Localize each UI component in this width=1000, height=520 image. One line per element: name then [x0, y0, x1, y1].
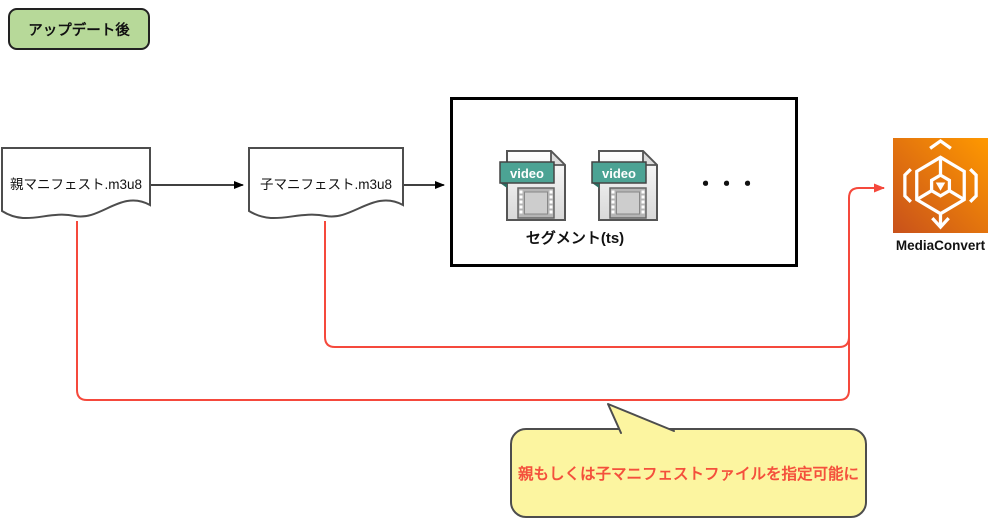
red-line-parent-to-mediaconvert	[76, 183, 885, 401]
mediaconvert-node: MediaConvert	[893, 138, 988, 253]
segments-box: video video	[450, 97, 798, 267]
video-banner	[591, 161, 647, 184]
parent-manifest-label: 親マニフェスト.m3u8	[10, 177, 142, 192]
callout-text: 親もしくは子マニフェストファイルを指定可能に	[517, 466, 859, 483]
update-badge: アップデート後	[8, 8, 150, 50]
update-badge-label: アップデート後	[28, 22, 130, 39]
document-shape	[248, 147, 404, 220]
video-file-icon: video	[499, 150, 566, 221]
child-manifest-node: 子マニフェスト.m3u8	[248, 147, 404, 220]
parent-manifest-node: 親マニフェスト.m3u8	[1, 147, 151, 220]
more-segments-ellipsis: ・・・	[695, 173, 758, 196]
film-sprocket-holes	[519, 190, 553, 214]
video-file-icon: video	[591, 150, 658, 221]
mediaconvert-label: MediaConvert	[895, 238, 986, 253]
video-banner-label: video	[510, 166, 544, 181]
document-shape	[1, 147, 151, 220]
video-banner-label: video	[602, 166, 636, 181]
child-manifest-label: 子マニフェスト.m3u8	[260, 177, 392, 192]
mediaconvert-glyph	[903, 138, 978, 230]
banner-fold	[500, 183, 507, 188]
mediaconvert-icon	[893, 138, 988, 233]
callout-bubble: 親もしくは子マニフェストファイルを指定可能に	[510, 428, 867, 518]
segments-label: セグメント(ts)	[525, 230, 625, 247]
callout-tail	[607, 403, 675, 434]
video-banner	[499, 161, 555, 184]
banner-fold	[592, 183, 599, 188]
film-sprocket-holes	[611, 190, 645, 214]
